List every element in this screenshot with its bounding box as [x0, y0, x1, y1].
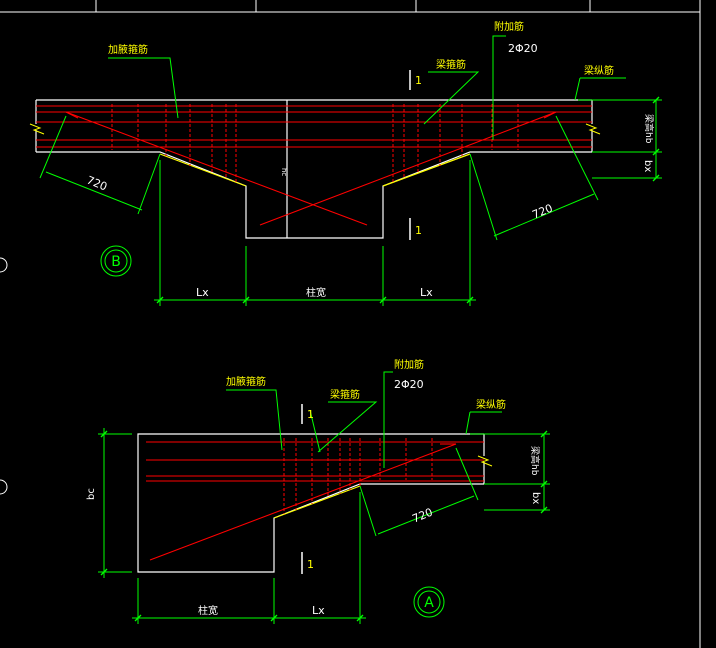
detail-a-callout: [413, 586, 445, 618]
b-callout-letter: B: [111, 254, 121, 270]
a-section-mark-bottom: 1: [307, 558, 314, 571]
detail-a-dimensions: [98, 428, 550, 624]
a-label-longitudinal: 梁纵筋: [476, 398, 506, 411]
a-label-additional-bar: 附加筋: [394, 358, 424, 371]
detail-a-break-mark: [477, 455, 493, 467]
detail-a-leaders: [226, 371, 502, 468]
a-dim-lx: Lx: [312, 604, 325, 617]
detail-b-additional-bars: [65, 111, 557, 226]
left-edge-marks: [0, 257, 8, 495]
b-dim-720-left: 720: [85, 174, 109, 194]
a-section-mark-top: 1: [307, 408, 314, 421]
a-dim-beam-height: 梁高hb: [529, 446, 541, 476]
b-section-mark-top: 1: [415, 74, 422, 87]
a-dim-bc: bc: [86, 488, 97, 500]
b-label-reinforce-stirrup: 加腋箍筋: [108, 43, 148, 56]
a-dim-bx: bx: [530, 492, 541, 504]
detail-a-additional-bar: [149, 443, 457, 561]
detail-a: [98, 371, 550, 624]
detail-b-leaders: [108, 35, 626, 140]
a-callout-letter: A: [424, 595, 434, 611]
drawing-frame-top: [0, 0, 701, 648]
detail-b: [29, 35, 662, 306]
b-dim-lx-left: Lx: [196, 286, 209, 299]
detail-a-haunch-line: [273, 485, 361, 519]
detail-b-stirrups: [111, 104, 519, 183]
b-label-beam-stirrup: 梁箍筋: [436, 58, 466, 71]
b-dim-lx-right: Lx: [420, 286, 433, 299]
detail-a-stirrups: [283, 438, 433, 514]
a-dim-720: 720: [410, 506, 434, 526]
b-dim-720-right: 720: [530, 202, 554, 222]
detail-b-ticks: [156, 96, 660, 304]
b-dim-bx: bx: [642, 160, 653, 172]
b-label-longitudinal: 梁纵筋: [584, 64, 614, 77]
a-label-beam-stirrup: 梁箍筋: [330, 388, 360, 401]
detail-b-haunch-lines: [159, 153, 471, 187]
b-dim-column-width: 柱宽: [306, 286, 326, 299]
b-section-mark-bottom: 1: [415, 224, 422, 237]
detail-b-longitudinal-rebar: [36, 105, 592, 148]
b-dim-beam-height: 梁高hb: [643, 114, 655, 144]
detail-b-dimensions: [39, 99, 662, 306]
a-label-reinforce-stirrup: 加腋箍筋: [226, 375, 266, 388]
detail-b-break-marks: [29, 123, 601, 135]
b-dim-hc: hc: [280, 168, 288, 176]
detail-a-ticks: [100, 430, 548, 622]
detail-b-callout: [100, 245, 132, 277]
detail-a-longitudinal-rebar: [146, 441, 484, 482]
a-dim-column-width: 柱宽: [198, 604, 218, 617]
a-label-additional-spec: 2Φ20: [394, 378, 424, 391]
b-label-additional-bar: 附加筋: [494, 20, 524, 33]
detail-b-outline: [35, 99, 593, 239]
b-label-additional-spec: 2Φ20: [508, 42, 538, 55]
